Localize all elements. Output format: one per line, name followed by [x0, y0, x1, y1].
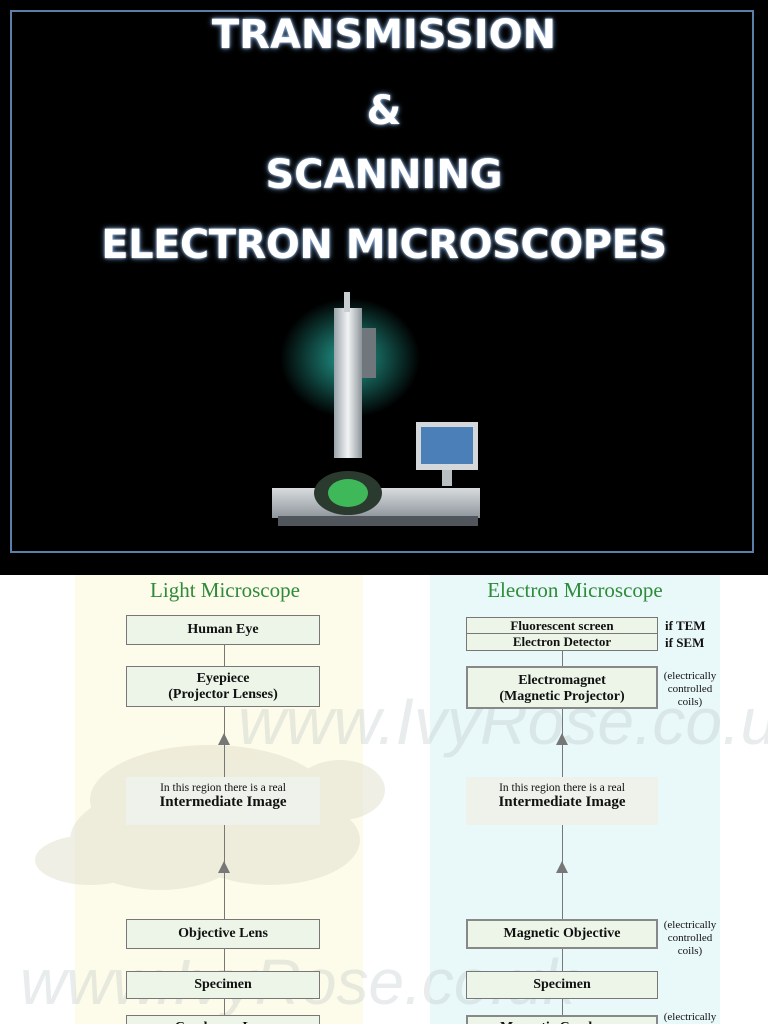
slide-frame [10, 10, 754, 553]
monitor-screen [421, 427, 473, 464]
magnetic-condenser-box: Magnetic Condenser [466, 1015, 658, 1024]
region-label: Intermediate Image [159, 794, 287, 810]
connector-line [562, 650, 563, 666]
light-microscope-title: Light Microscope [150, 578, 300, 602]
coils-note: (electrically controlled coils) [663, 1011, 717, 1023]
connector-line [562, 949, 563, 971]
coils-note: (electrically controlled coils) [663, 919, 717, 957]
electromagnet-label: Electromagnet [518, 673, 606, 688]
electron-detector-box: Electron Detector [466, 634, 658, 651]
up-arrow [218, 861, 230, 873]
objective-lens-box: Objective Lens [126, 919, 320, 949]
title-line-4: ELECTRON MICROSCOPES [101, 222, 667, 268]
electron-microscope-image [272, 292, 480, 526]
intermediate-image-region: In this region there is a real Intermedi… [466, 777, 658, 825]
connector-line [562, 999, 563, 1015]
title-line-2: & [366, 88, 402, 134]
microscope-comparison-diagram: www.IvyRose.co.uk www.IvyRose.co.uk Ligh… [0, 575, 768, 1024]
intermediate-image-region: In this region there is a real Intermedi… [126, 777, 320, 825]
eyepiece-sublabel: (Projector Lenses) [168, 687, 278, 702]
eyepiece-label: Eyepiece [196, 671, 250, 686]
column-top [344, 292, 350, 312]
if-tem-note: if TEM [665, 618, 706, 633]
connector-line [224, 645, 225, 666]
up-arrow [556, 861, 568, 873]
connector-line [224, 949, 225, 971]
magnetic-objective-box: Magnetic Objective [466, 919, 658, 949]
green-chamber-window [328, 479, 368, 507]
connector-line [224, 999, 225, 1015]
microscope-column [334, 308, 362, 458]
rose-watermark-image [35, 745, 385, 890]
region-caption: In this region there is a real [499, 782, 625, 794]
region-caption: In this region there is a real [160, 782, 286, 794]
electromagnet-box: Electromagnet (Magnetic Projector) [466, 666, 658, 709]
up-arrow [218, 733, 230, 745]
title-line-3: SCANNING [265, 152, 503, 198]
eyepiece-box: Eyepiece (Projector Lenses) [126, 666, 320, 707]
desk-base [278, 516, 478, 526]
column-side [362, 328, 376, 378]
fluorescent-screen-box: Fluorescent screen [466, 617, 658, 634]
specimen-box: Specimen [466, 971, 658, 999]
if-sem-note: if SEM [665, 635, 705, 650]
electron-microscope-title: Electron Microscope [487, 578, 663, 602]
human-eye-box: Human Eye [126, 615, 320, 645]
specimen-box: Specimen [126, 971, 320, 999]
condenser-lens-box: Condenser Lens [126, 1015, 320, 1024]
region-label: Intermediate Image [498, 794, 626, 810]
title-slide: TRANSMISSION & SCANNING ELECTRON MICROSC… [0, 0, 768, 575]
monitor-stand [442, 470, 452, 486]
electromagnet-sublabel: (Magnetic Projector) [499, 689, 625, 704]
up-arrow [556, 733, 568, 745]
title-line-1: TRANSMISSION [211, 12, 557, 58]
coils-note: (electrically controlled coils) [663, 670, 717, 708]
